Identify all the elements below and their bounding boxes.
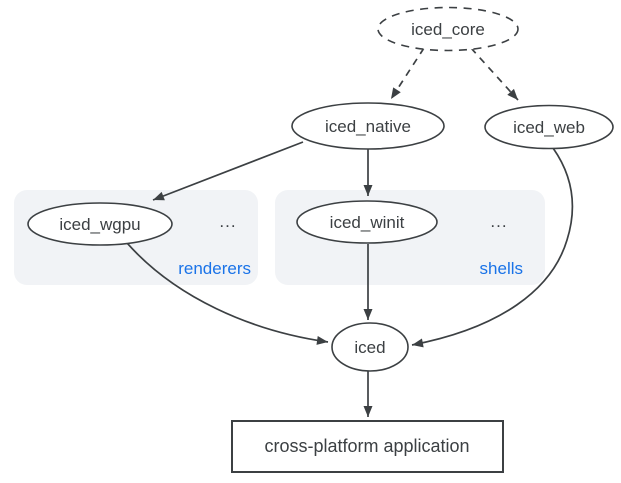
iced-ellipse (331, 322, 409, 372)
iced-native-label: iced_native (325, 117, 411, 136)
renderers-ellipsis: ... (219, 212, 236, 231)
iced-core-ellipse (377, 6, 519, 52)
edge-iced-web-to-iced (411, 147, 574, 348)
iced-winit-ellipse (296, 200, 438, 244)
iced-label: iced (354, 338, 385, 357)
iced-core-label: iced_core (411, 20, 485, 39)
node-cross-platform-application: cross-platform application (231, 420, 504, 473)
application-rect (231, 420, 504, 473)
iced-wgpu-label: iced_wgpu (59, 215, 140, 234)
shells-group-label: shells (480, 259, 523, 278)
edge-iced-wgpu-to-iced (126, 242, 329, 345)
shells-ellipsis: ... (490, 212, 507, 231)
iced-web-label: iced_web (513, 118, 585, 137)
iced-winit-label: iced_winit (330, 213, 405, 232)
node-iced: iced (331, 322, 409, 372)
iced-web-ellipse (484, 104, 614, 150)
edge-iced-core-to-iced-native (390, 47, 425, 100)
node-iced-wgpu: iced_wgpu (27, 202, 173, 246)
node-iced-native: iced_native (291, 102, 445, 150)
iced-native-ellipse (291, 102, 445, 150)
node-iced-winit: iced_winit (296, 200, 438, 244)
renderers-group-label: renderers (178, 259, 251, 278)
node-iced-web: iced_web (484, 104, 614, 150)
edge-iced-native-to-iced-wgpu (152, 141, 304, 201)
edge-iced-core-to-iced-web (470, 47, 519, 101)
node-iced-core: iced_core (377, 6, 519, 52)
application-label: cross-platform application (264, 436, 469, 456)
iced-wgpu-ellipse (27, 202, 173, 246)
